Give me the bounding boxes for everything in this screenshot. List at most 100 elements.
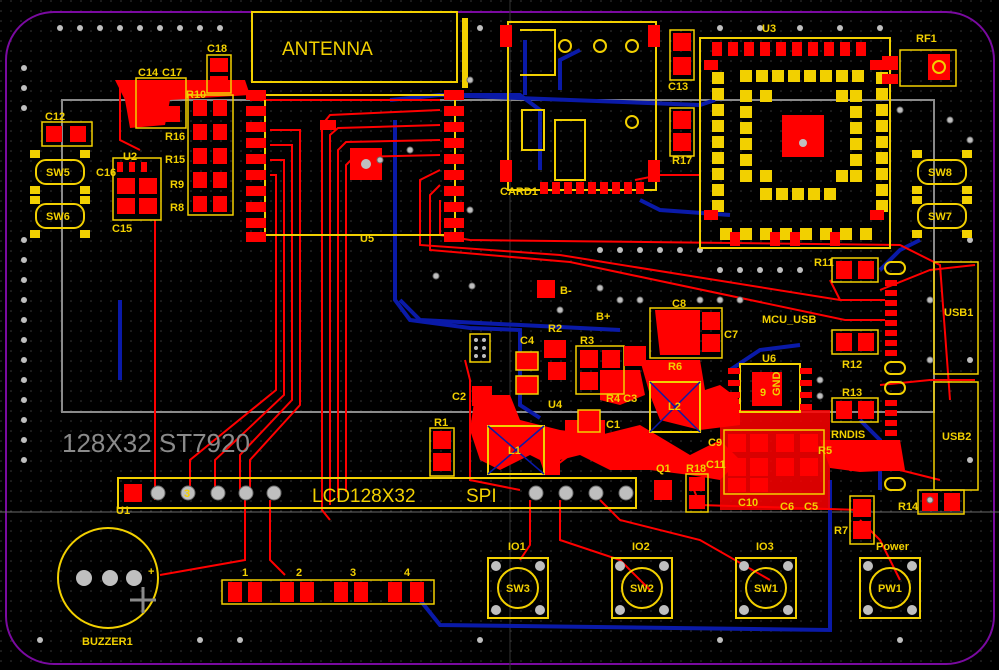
q1-label: Q1 bbox=[656, 463, 671, 475]
r11-label: R11 bbox=[814, 257, 834, 269]
r12: R12 bbox=[831, 329, 879, 371]
c4-label: C4 bbox=[520, 335, 535, 347]
r17-label: R17 bbox=[672, 155, 692, 167]
r7: R7 bbox=[834, 495, 875, 545]
mcu-usb-label: MCU_USB bbox=[762, 314, 816, 326]
antenna-label: ANTENNA bbox=[282, 39, 373, 60]
u5-label: U5 bbox=[360, 233, 374, 245]
r7-label: R7 bbox=[834, 525, 848, 537]
r11: R11 bbox=[814, 257, 879, 283]
u2-label: U2 bbox=[123, 151, 137, 163]
u5-module: U5 bbox=[246, 90, 464, 245]
c9-label: C9 bbox=[708, 437, 722, 449]
jumper-2-label: 2 bbox=[296, 567, 302, 579]
sw7-switch[interactable]: SW7 bbox=[912, 196, 972, 238]
c11-label: C11 bbox=[706, 459, 726, 471]
c7-label: C7 bbox=[724, 329, 738, 341]
c15-label: C15 bbox=[112, 223, 132, 235]
rf1-label: RF1 bbox=[916, 33, 937, 45]
resistor-column-left: R10 R16 R15 R9 R8 bbox=[165, 89, 234, 216]
card1-socket: CARD1 bbox=[500, 21, 660, 198]
r1: R1 bbox=[429, 417, 455, 477]
l1-label: L1 bbox=[508, 445, 521, 457]
sw1-button[interactable]: SW1 IO3 bbox=[735, 541, 797, 619]
u1-label: U1 bbox=[116, 505, 130, 517]
jumper-4-label: 4 bbox=[404, 567, 411, 579]
b-minus-label: B- bbox=[560, 285, 572, 297]
c10-label: C10 bbox=[738, 497, 758, 509]
r13: R13 RNDIS bbox=[831, 387, 879, 441]
sw2-label: SW2 bbox=[630, 583, 654, 595]
u6-gnd: GND bbox=[771, 372, 783, 397]
power-label: Power bbox=[876, 541, 910, 553]
q1-r18: Q1 R18 bbox=[654, 463, 709, 513]
io1-label: IO1 bbox=[508, 541, 526, 553]
c8-c7: C8 C7 R6 bbox=[649, 298, 738, 373]
buzzer1-label: BUZZER1 bbox=[82, 636, 133, 648]
c16-label: C16 bbox=[96, 167, 116, 179]
sw2-button[interactable]: SW2 IO2 bbox=[611, 541, 673, 619]
card1-label: CARD1 bbox=[500, 186, 538, 198]
buzzer1: + BUZZER1 bbox=[57, 527, 159, 648]
l2-inductor: L2 bbox=[649, 381, 701, 433]
r3-label: R3 bbox=[580, 335, 594, 347]
r8-label: R8 bbox=[170, 202, 184, 214]
usb2-connector: USB2 bbox=[884, 381, 979, 491]
jumper-row: 1 2 3 4 bbox=[221, 567, 435, 605]
antenna-outline bbox=[251, 11, 458, 83]
c6-label: C6 bbox=[780, 501, 794, 513]
io2-label: IO2 bbox=[632, 541, 650, 553]
l1-inductor: L1 bbox=[487, 425, 545, 475]
rf1-connector: RF1 bbox=[882, 33, 957, 87]
c5-label: C5 bbox=[804, 501, 818, 513]
lcd-header-u1: U1 3 LCD128X32 SPI bbox=[116, 477, 637, 517]
usb1-connector: USB1 MCU_USB bbox=[762, 261, 979, 375]
c18: C18 bbox=[206, 43, 232, 94]
c12: C12 bbox=[41, 111, 93, 147]
sw6-switch[interactable]: SW6 bbox=[30, 196, 90, 238]
io3-label: IO3 bbox=[756, 541, 774, 553]
u4-regulator: R2 R3 C4 R4 C3 C2 U4 C1 bbox=[452, 323, 646, 433]
usb2-label: USB2 bbox=[942, 431, 971, 443]
sw5-switch[interactable]: SW5 bbox=[30, 150, 90, 194]
r10-label: R10 bbox=[186, 89, 206, 101]
lcd-model-label: 128X32 ST7920 bbox=[62, 428, 250, 458]
c1-label: C1 bbox=[606, 419, 620, 431]
cap-cluster-right: C9 C11 C10 C6 C5 R5 bbox=[706, 429, 832, 513]
sw8-switch[interactable]: SW8 bbox=[912, 150, 972, 194]
c12-label: C12 bbox=[45, 111, 65, 123]
pin3-label: 3 bbox=[184, 488, 190, 500]
lcd-header-label: LCD128X32 bbox=[312, 486, 416, 507]
r4-c3-label: R4 C3 bbox=[606, 393, 637, 405]
r6-label: R6 bbox=[668, 361, 682, 373]
c13: C13 bbox=[668, 29, 695, 93]
r5-label: R5 bbox=[818, 445, 832, 457]
c18-label: C18 bbox=[207, 43, 227, 55]
u6-label: U6 bbox=[762, 353, 776, 365]
board-edge bbox=[5, 11, 995, 665]
u6: 9 GND U6 bbox=[728, 353, 812, 413]
r15-label: R15 bbox=[165, 154, 185, 166]
rndis-label: RNDIS bbox=[831, 429, 865, 441]
r1-label: R1 bbox=[434, 417, 448, 429]
pw1-button[interactable]: PW1 Power bbox=[859, 541, 921, 619]
sw8-label: SW8 bbox=[928, 167, 952, 179]
u2: U2 C16 C15 bbox=[96, 151, 162, 235]
sw5-label: SW5 bbox=[46, 167, 70, 179]
buzzer-plus: + bbox=[148, 566, 154, 578]
spi-label: SPI bbox=[466, 486, 497, 507]
c17-label: C17 bbox=[162, 67, 182, 79]
c14-c17: C14 C17 bbox=[135, 67, 187, 129]
u4-label: U4 bbox=[548, 399, 563, 411]
c14-label: C14 bbox=[138, 67, 159, 79]
c2-label: C2 bbox=[452, 391, 466, 403]
r14: R14 bbox=[898, 489, 965, 515]
r2-label: R2 bbox=[548, 323, 562, 335]
via-ring bbox=[21, 25, 973, 643]
c13-label: C13 bbox=[668, 81, 688, 93]
r13-label: R13 bbox=[842, 387, 862, 399]
vias bbox=[376, 76, 974, 504]
sw3-button[interactable]: SW3 IO1 bbox=[487, 541, 549, 619]
usb1-label: USB1 bbox=[944, 307, 973, 319]
